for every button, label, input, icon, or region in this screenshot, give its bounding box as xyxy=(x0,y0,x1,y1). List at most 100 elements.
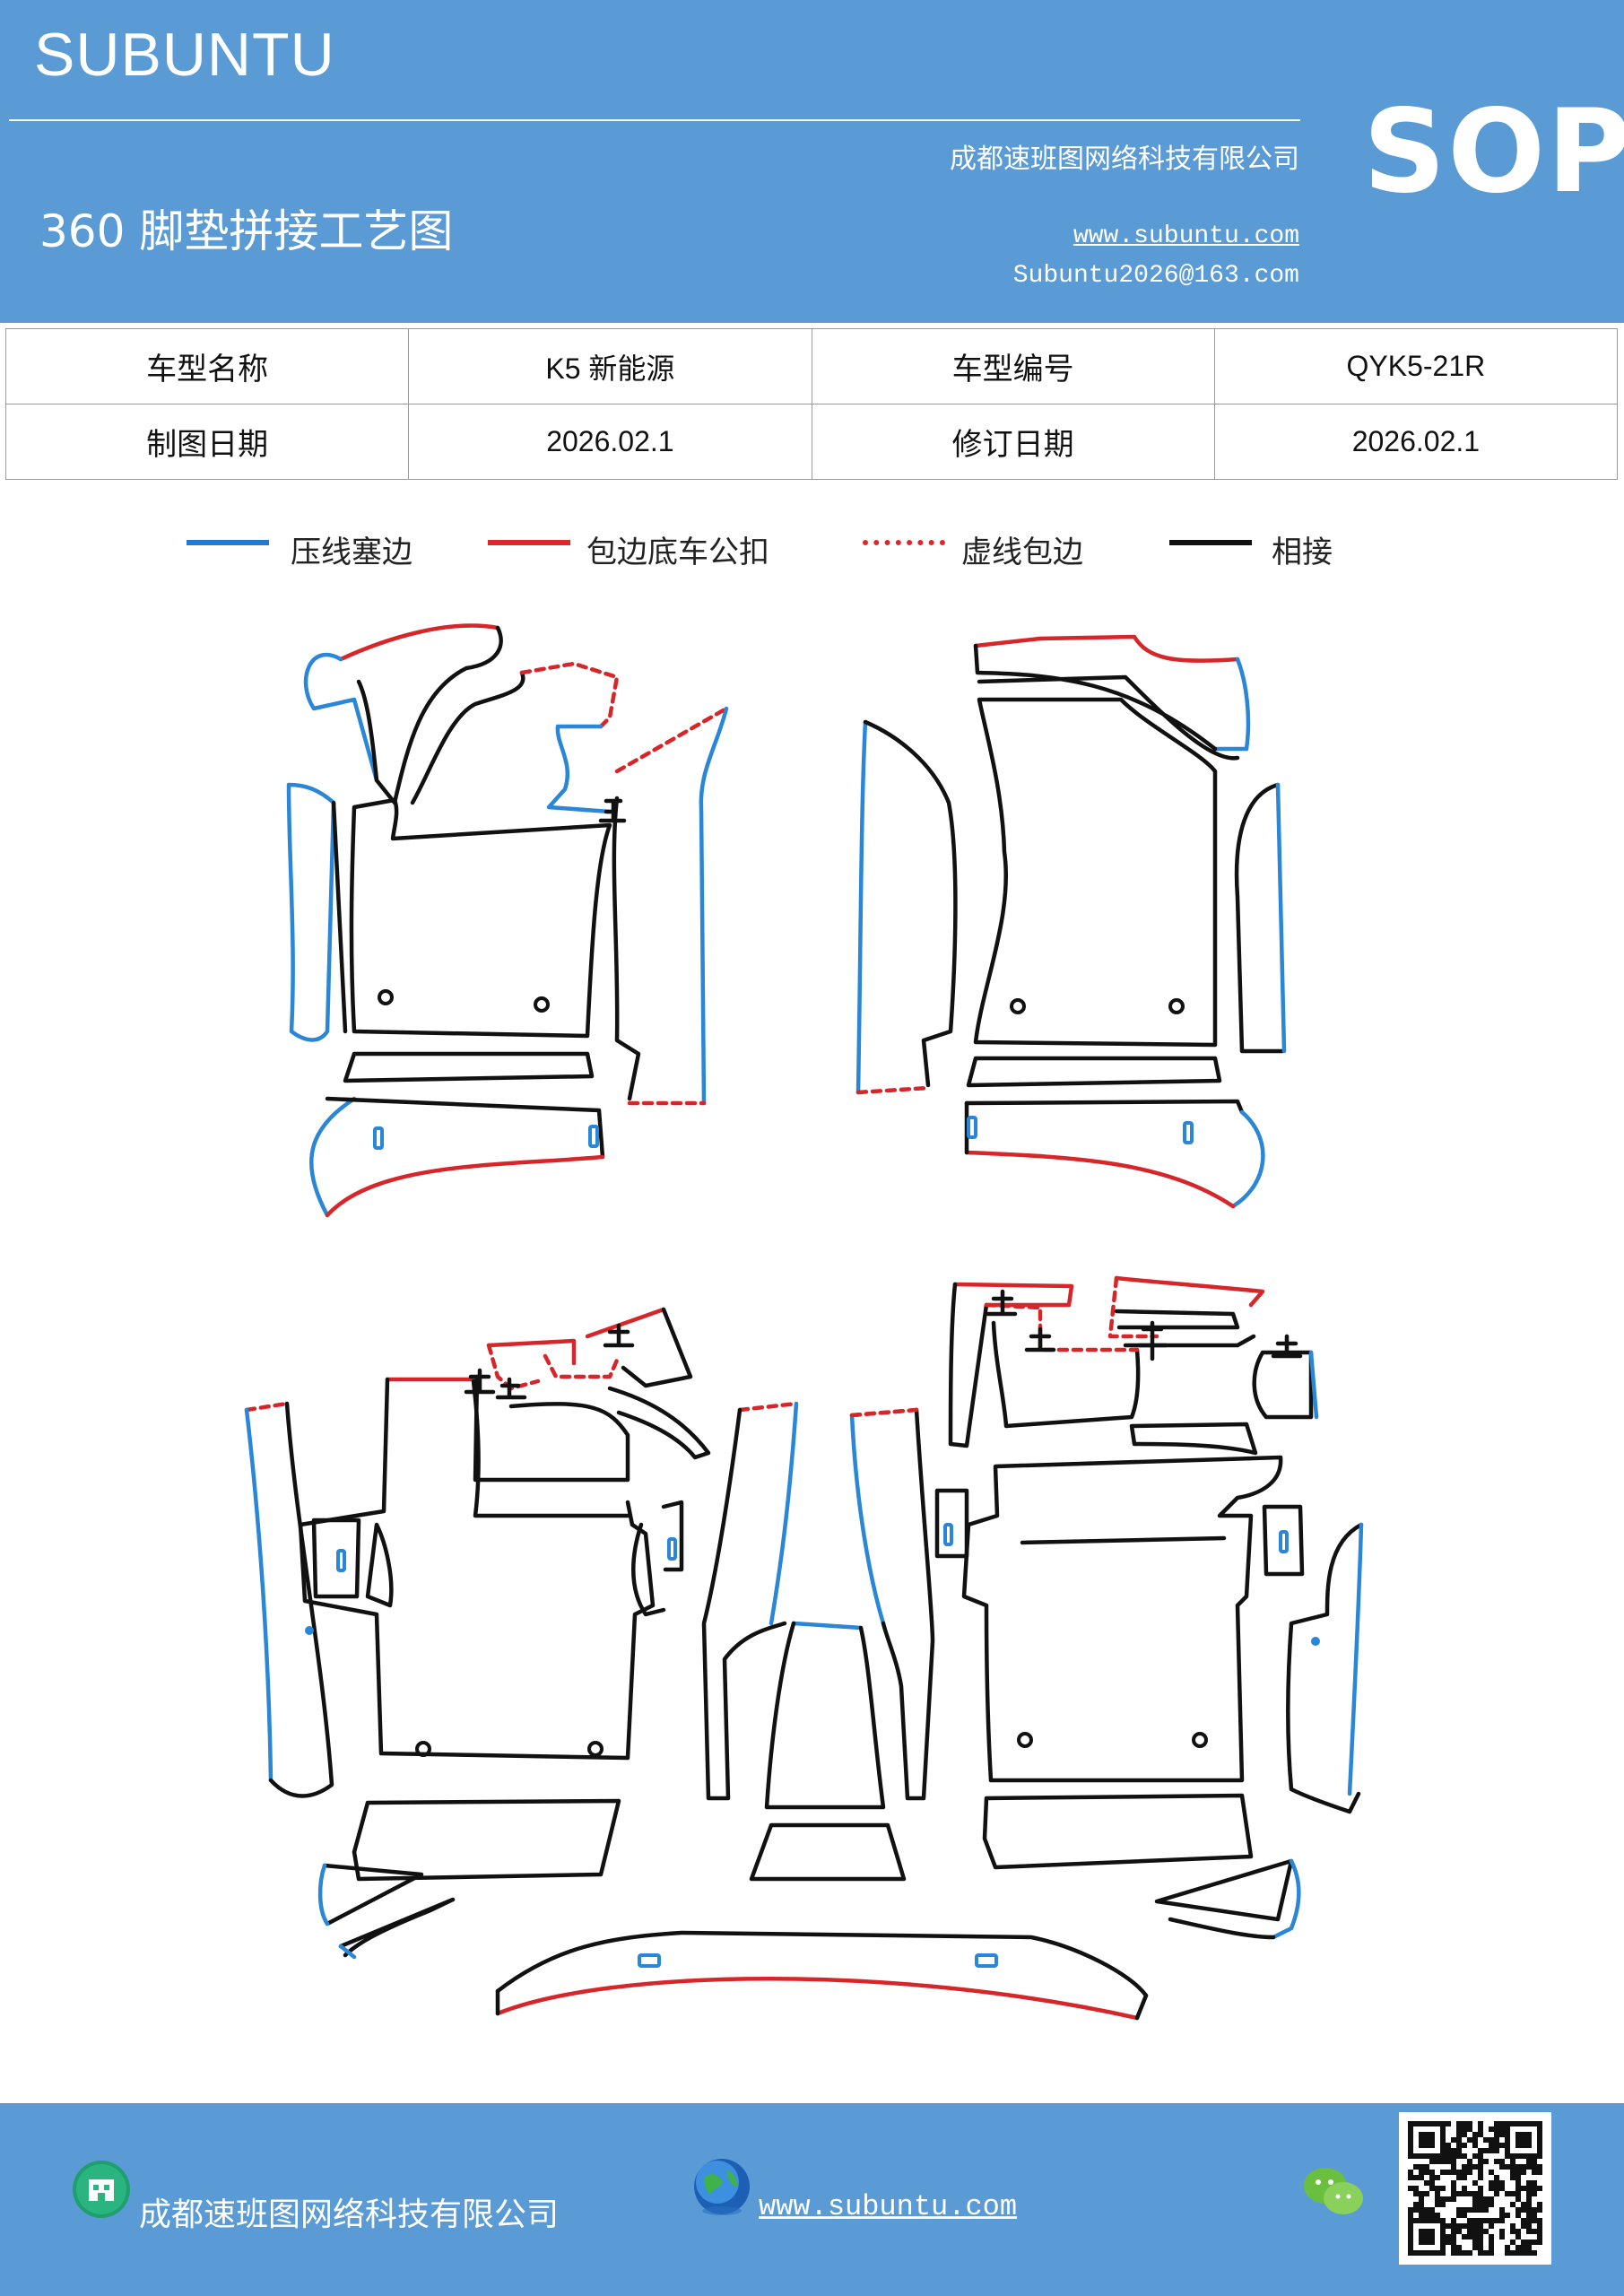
legend-label: 虚线包边 xyxy=(961,535,1083,570)
draw-date-label: 制图日期 xyxy=(4,404,410,480)
header-company: 成都速班图网络科技有限公司 xyxy=(950,144,1299,175)
front-mat-main xyxy=(349,797,612,1039)
center-pillar2-blue xyxy=(849,1413,886,1626)
rr-seat-back-3 xyxy=(1114,1309,1240,1330)
mat-hole xyxy=(1168,998,1185,1014)
rr-pillar-dashed xyxy=(849,1407,919,1418)
info-row: 制图日期 2026.02.1 修订日期 2026.02.1 xyxy=(4,404,1619,480)
wechat-icon xyxy=(1304,2168,1363,2214)
document-title: 360 脚垫拼接工艺图 xyxy=(39,205,454,257)
rear-left-wedge-2 xyxy=(338,1897,456,1958)
seat-back-piece-2 xyxy=(621,1307,693,1388)
legend-label: 相接 xyxy=(1272,535,1333,570)
tunnel-piece xyxy=(764,1621,886,1810)
rr-small-right-blue xyxy=(1308,1350,1319,1420)
tunnel-dashed-top xyxy=(614,706,729,774)
rear-bench-red xyxy=(495,1977,1140,2021)
right-lower-red xyxy=(964,1150,1236,1209)
building-icon xyxy=(73,2161,130,2218)
rear-right-mat-group xyxy=(849,1275,1364,1940)
tunnel-top-blue xyxy=(791,1621,864,1631)
rr-seat-back-5 xyxy=(1129,1422,1258,1456)
pillar-piece-top-edge xyxy=(338,623,500,662)
rr-wedge-2 xyxy=(1168,1917,1276,1940)
rr-top-red-2 xyxy=(1114,1275,1265,1308)
rr-small-right xyxy=(1252,1350,1314,1420)
rivet-dot xyxy=(1311,1637,1320,1646)
right-pillar-body xyxy=(973,643,1218,752)
clip-slot xyxy=(967,1116,977,1139)
rear-seat-inner-top xyxy=(471,1378,630,1518)
clip-slot xyxy=(336,1549,346,1572)
rear-bench-top xyxy=(495,1930,1149,1998)
qr-code[interactable] xyxy=(1399,2112,1551,2265)
tunnel-blue-edge xyxy=(699,706,729,1106)
model-code-label: 车型编号 xyxy=(811,328,1215,404)
right-strip xyxy=(977,674,1240,761)
footer-website-link[interactable]: www.subuntu.com xyxy=(759,2190,1018,2223)
right-main-mat xyxy=(973,697,1218,1048)
legend-swatch-red xyxy=(488,540,570,545)
rr-seat-back-1 xyxy=(948,1282,989,1448)
right-lower-top xyxy=(964,1099,1245,1115)
seat-back-red-2 xyxy=(585,1307,666,1339)
rear-left-mat-group xyxy=(244,1307,1149,2021)
front-inner-strip xyxy=(612,796,641,1101)
seat-back-dashed-2 xyxy=(543,1353,621,1379)
center-pillar-blue xyxy=(769,1401,799,1626)
rr-outer-sill-blue xyxy=(1347,1522,1364,1796)
legend-swatch-black xyxy=(1169,540,1252,545)
rr-top-red-1 xyxy=(952,1282,1074,1308)
rear-left-wedge xyxy=(322,1863,424,1926)
floor-mat-pattern-diagram xyxy=(244,623,1364,2021)
right-heel-strip xyxy=(966,1056,1222,1088)
front-lower-blue-left xyxy=(309,1096,357,1218)
model-code-value: QYK5-21R xyxy=(1213,328,1619,404)
model-name-label: 车型名称 xyxy=(4,328,410,404)
rr-seat-back-2 xyxy=(991,1320,1141,1429)
front-left-mat-group xyxy=(286,623,729,1218)
rr-step xyxy=(982,1793,1254,1870)
stop-marker xyxy=(598,798,627,823)
center-pillar-body xyxy=(701,1407,787,1801)
front-lower-top xyxy=(325,1096,605,1160)
rear-left-step xyxy=(352,1798,621,1882)
rear-tab-right2 xyxy=(661,1500,684,1572)
small-bracket-blue xyxy=(546,724,612,814)
right-sill-left-blue xyxy=(855,719,868,1095)
pillar-inner-strip xyxy=(410,670,525,805)
clip-slot xyxy=(943,1523,953,1546)
header-website-link[interactable]: www.subuntu.com xyxy=(1073,222,1299,250)
legend-label: 压线塞边 xyxy=(291,535,413,570)
header-email[interactable]: Subuntu2026@163.com xyxy=(1012,262,1299,290)
legend-label: 包边底车公扣 xyxy=(586,535,769,570)
clip-slot xyxy=(667,1537,677,1561)
mat-hole xyxy=(1017,1732,1033,1748)
rr-outer-sill xyxy=(1286,1522,1364,1814)
rear-left-wedge2-blue xyxy=(338,1944,357,1960)
mat-hole xyxy=(587,1741,604,1757)
rr-stop-markers xyxy=(986,1289,1303,1361)
left-sill-join xyxy=(331,800,348,1034)
rr-dashed-2 xyxy=(1107,1275,1159,1339)
rear-tab-left2 xyxy=(631,1522,666,1617)
pillar-piece-left-edge xyxy=(303,652,379,783)
clip-slot xyxy=(1183,1121,1194,1144)
mat-hole xyxy=(378,989,394,1005)
legend-swatch-red-dotted xyxy=(863,540,945,545)
stop-markers-cluster xyxy=(464,1323,635,1400)
clip-slot xyxy=(373,1126,384,1150)
mat-hole xyxy=(534,996,550,1013)
left-sill-blue xyxy=(286,782,336,1042)
clip-slot xyxy=(588,1125,599,1148)
right-sill-dashed-bottom xyxy=(855,1085,931,1095)
rr-wedge-1 xyxy=(1154,1858,1294,1922)
mat-hole xyxy=(1192,1732,1208,1748)
mat-hole xyxy=(415,1741,431,1757)
clip-slot xyxy=(975,1953,998,1968)
rear-tab-right xyxy=(365,1522,394,1608)
rear-small-tab xyxy=(311,1518,361,1599)
rr-wedge-blue xyxy=(1271,1858,1301,1940)
rear-left-outer-body xyxy=(268,1401,334,1798)
revise-date-label: 修订日期 xyxy=(811,404,1215,480)
